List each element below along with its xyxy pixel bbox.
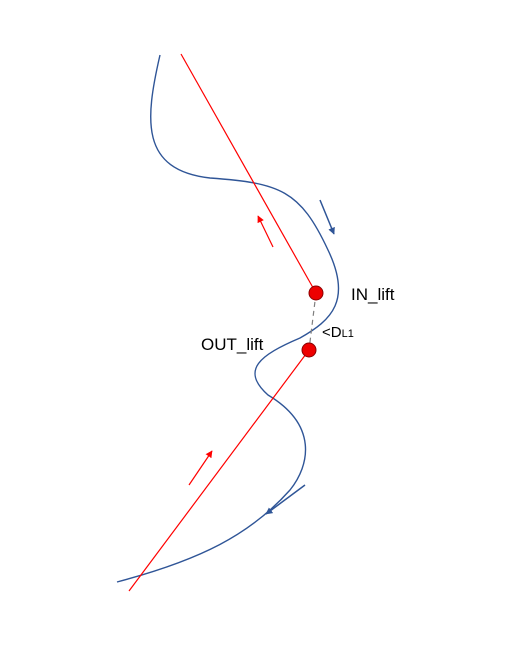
blue-arrow-down — [319, 199, 335, 235]
red-out-line — [128, 349, 310, 592]
in-lift-label: IN_lift — [351, 285, 395, 304]
blue-arrow-down-left — [265, 484, 306, 515]
blue-flow-curve — [116, 54, 340, 583]
distance-label: <DL1 — [322, 324, 354, 341]
distance-label-subscript: L1 — [342, 328, 354, 340]
out-lift-point — [301, 342, 317, 358]
red-in-line — [180, 53, 317, 294]
distance-label-prefix: <D — [322, 324, 342, 341]
red-arrow-up-right — [188, 450, 213, 486]
red-arrow-up-left — [257, 215, 274, 248]
dashed-distance-connector — [308, 292, 317, 351]
out-lift-label: OUT_lift — [201, 335, 264, 354]
in-lift-point — [308, 285, 324, 301]
